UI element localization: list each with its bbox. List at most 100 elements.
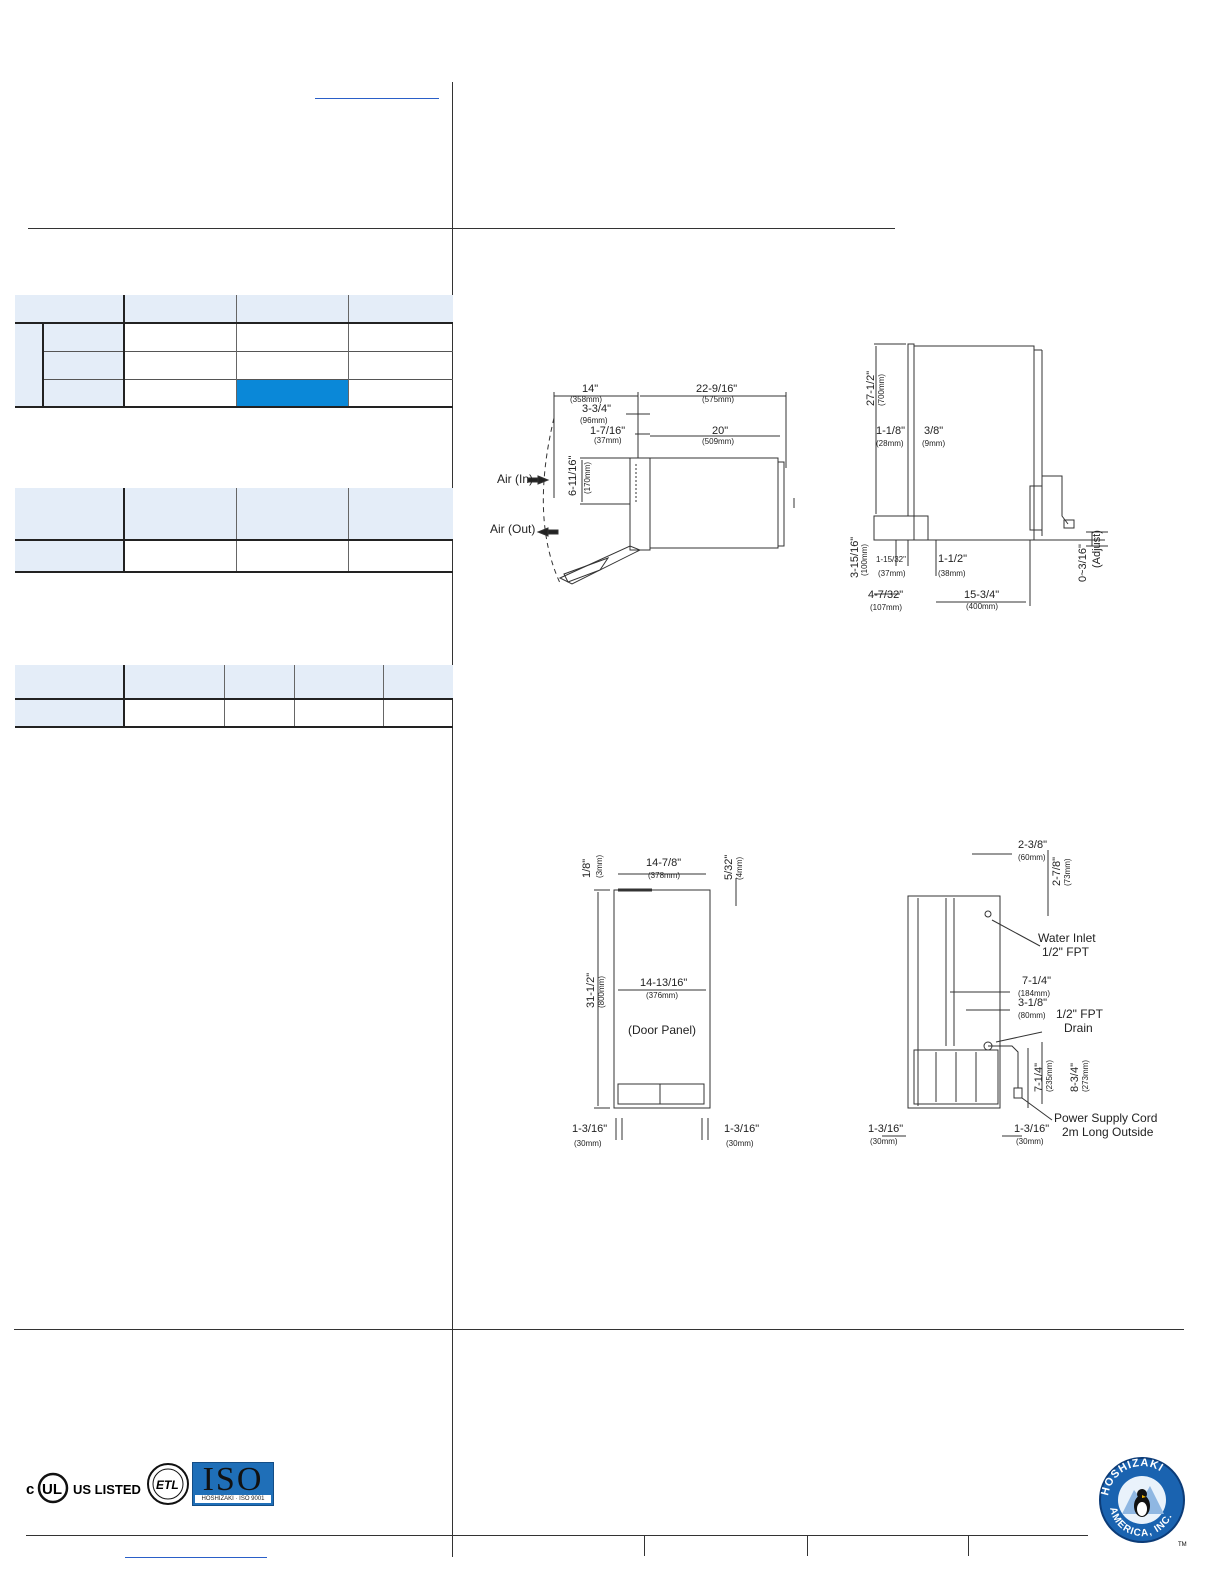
dim-label: 7-1/4": [1022, 975, 1051, 987]
water-inlet-label: Water Inlet: [1038, 931, 1096, 945]
dim-mm: (378mm): [648, 871, 680, 880]
dim-mm: (575mm): [702, 395, 734, 404]
dim-mm: (700mm): [877, 374, 886, 406]
table-row-header: [43, 323, 125, 351]
dim-mm: (37mm): [594, 436, 622, 445]
etl-text: ETL: [156, 1478, 179, 1492]
table-header-cell: [384, 665, 453, 699]
dim-mm: (30mm): [870, 1137, 898, 1146]
column-divider: [452, 82, 453, 1557]
ul-mark: UL: [42, 1481, 62, 1498]
dim-mm: (184mm): [1018, 989, 1050, 998]
dim-label: 3-3/4": [582, 403, 611, 415]
door-panel-label: (Door Panel): [628, 1023, 696, 1037]
table-header-cell: [224, 665, 296, 699]
table-header-row: [15, 665, 453, 699]
dim-mm: (4mm): [735, 857, 744, 880]
dim-label: 1-7/16": [590, 425, 625, 437]
dim-mm: (400mm): [966, 602, 998, 611]
dim-mm: (37mm): [878, 569, 906, 578]
front-view-drawing: 1/8" (3mm) 14-7/8" (378mm) 5/32" (4mm) 3…: [566, 848, 776, 1152]
dim-mm: (30mm): [1016, 1137, 1044, 1146]
table-cell: [124, 323, 237, 351]
dim-label: 1-1/8": [876, 425, 905, 437]
power-cord-length: 2m Long Outside: [1062, 1125, 1154, 1139]
rear-view-drawing: 2-3/8" (60mm) 2-7/8" (73mm) Water Inlet …: [862, 836, 1162, 1148]
table-cell: [236, 540, 349, 572]
table-header-cell: [15, 295, 125, 323]
dim-label: 1-3/16": [572, 1123, 607, 1135]
ul-c: c: [26, 1481, 34, 1498]
dim-label: 14-13/16": [640, 977, 687, 989]
table-row: [15, 323, 453, 408]
power-cord-label: Power Supply Cord: [1054, 1111, 1157, 1125]
iso-logo: ISO HOSHIZAKI · ISO 9001: [192, 1462, 274, 1506]
dim-mm: (38mm): [938, 569, 966, 578]
spec-table-3: [15, 665, 453, 728]
footer-divider-2: [807, 1536, 808, 1556]
table-row: [15, 540, 453, 572]
spec-table-2: [15, 488, 453, 573]
dim-mm: (30mm): [574, 1139, 602, 1148]
dim-label: 0~3/16": [1077, 544, 1089, 582]
water-inlet-size: 1/2" FPT: [1042, 945, 1090, 959]
dim-label: 14-7/8": [646, 857, 681, 869]
top-rule-left: [28, 228, 453, 229]
table-cell: [224, 699, 296, 727]
drain-size: 1/2" FPT: [1056, 1007, 1104, 1021]
bottom-rule: [26, 1535, 1088, 1536]
table-header-cell: [236, 295, 349, 323]
dim-mm: (30mm): [726, 1139, 754, 1148]
footer-divider-1: [644, 1536, 645, 1556]
dim-label: 1-15/32": [876, 555, 906, 564]
dim-label: 14": [582, 383, 598, 395]
table-row-header: [15, 699, 125, 727]
table-row: [15, 699, 453, 727]
table-row-header: [43, 379, 125, 407]
dim-label: 1/8": [581, 859, 593, 878]
header-link[interactable]: [315, 98, 439, 99]
table-cell: [236, 351, 349, 379]
dim-label: 20": [712, 425, 728, 437]
table-header-cell: [349, 488, 454, 540]
dim-mm: (28mm): [876, 439, 904, 448]
dim-mm: (235mm): [1045, 1060, 1054, 1092]
dim-mm: (376mm): [646, 991, 678, 1000]
air-in-label: Air (In): [497, 472, 533, 486]
dim-label: 8-3/4": [1069, 1063, 1081, 1092]
drain-label: Drain: [1064, 1021, 1093, 1035]
dim-label: 1-3/16": [724, 1123, 759, 1135]
dim-label: 4-7/32": [868, 589, 903, 601]
side-right-drawing: 27-1/2" (700mm) 1-1/8" (28mm) 3/8" (9mm)…: [840, 336, 1115, 616]
dim-label: 2-3/8": [1018, 839, 1047, 851]
table-cell: [236, 323, 349, 351]
table-row: [15, 351, 453, 379]
dim-label: 22-9/16": [696, 383, 737, 395]
dim-mm: (509mm): [702, 437, 734, 446]
dim-label: 3/8": [924, 425, 943, 437]
footer-link[interactable]: [125, 1557, 267, 1558]
dim-mm: (9mm): [922, 439, 945, 448]
table-header-cell: [15, 488, 125, 540]
ul-listed-text: US LISTED: [73, 1482, 141, 1497]
dim-mm: (96mm): [580, 416, 608, 425]
table-header-row: [15, 295, 453, 323]
table-row: [15, 379, 453, 407]
dim-label: 6-11/16": [567, 456, 579, 496]
table-cell: [124, 351, 237, 379]
spec-table-1: [15, 295, 453, 408]
table-header-cell: [236, 488, 349, 540]
table-cell-highlighted: [236, 379, 349, 407]
footer-divider-3: [968, 1536, 969, 1556]
dim-mm: (100mm): [860, 544, 869, 576]
dim-mm: (3mm): [595, 855, 604, 878]
table-group-cell: [15, 323, 44, 408]
dim-label: 7-1/4": [1033, 1063, 1045, 1092]
ul-listed-logo: c UL US LISTED: [26, 1464, 144, 1504]
table-header-row: [15, 488, 453, 540]
table-cell: [349, 379, 454, 407]
table-cell: [349, 540, 454, 572]
middle-rule: [14, 1329, 1184, 1330]
table-cell: [123, 699, 225, 727]
dim-label: 5/32": [723, 855, 735, 880]
